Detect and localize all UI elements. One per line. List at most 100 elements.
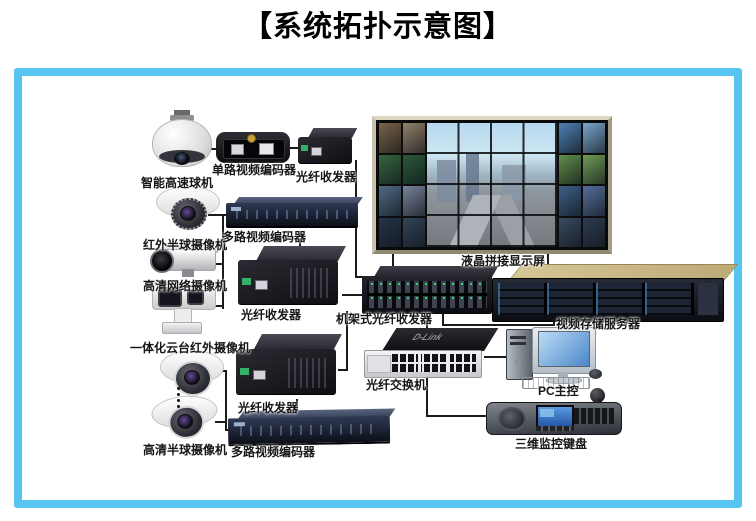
connector-line: [215, 263, 224, 265]
rack-divider: [367, 293, 487, 296]
camera-lens: [150, 249, 174, 273]
connector-line: [426, 372, 428, 417]
ellipsis-dots: [175, 387, 181, 409]
multi-encoder-icon: [226, 197, 363, 230]
server-control-panel: [698, 283, 718, 315]
video-wall-thumbnail: [403, 217, 425, 247]
monitor-stand: [558, 372, 568, 377]
storage-server-label: 视频存储服务器: [556, 317, 641, 331]
camera-lens: [174, 152, 190, 165]
rack-transceiver-icon: [362, 266, 499, 314]
single-encoder-icon: [216, 132, 290, 163]
tower-drive-slot: [510, 342, 526, 345]
video-wall-thumbnail: [403, 186, 425, 216]
video-wall-grid: [379, 123, 605, 247]
connector-line: [207, 148, 223, 150]
video-wall-thumbnail: [583, 186, 605, 216]
switch-port-gap: [447, 354, 450, 372]
transceiver-bottom-label: 光纤收发器: [238, 401, 299, 415]
encoder-logo: [233, 422, 245, 427]
encoder-port: [231, 144, 244, 155]
server-drive-bays: [498, 283, 694, 315]
rack-leds: [367, 283, 487, 285]
keyboard-buttons: [536, 426, 574, 431]
fiber-transceiver-icon: [238, 244, 346, 306]
joystick-ball: [590, 388, 605, 403]
joystick-keyboard-label: 三维监控键盘: [515, 437, 588, 451]
fiber-port: [242, 278, 251, 285]
switch-brand: D-Link: [410, 332, 445, 342]
connector-line: [287, 147, 303, 149]
ir-dome-label: 红外半球摄像机: [143, 238, 228, 252]
video-wall-thumbnail: [379, 186, 401, 216]
connector-line: [426, 310, 428, 336]
rj45-port: [253, 370, 266, 380]
switch-port-gap: [418, 354, 421, 372]
video-wall-thumbnail: [379, 217, 401, 247]
fiber-port: [240, 368, 249, 375]
connector-line: [215, 421, 227, 423]
transceiver-body: [236, 349, 336, 395]
fiber-switch-label: 光纤交换机: [366, 378, 427, 392]
fiber-port: [301, 145, 308, 151]
camera-lens: [158, 287, 182, 307]
video-wall-thumbnail: [583, 123, 605, 153]
connector-line: [547, 249, 549, 271]
video-wall-label: 液晶拼接显示屏: [461, 254, 546, 268]
connector-line: [208, 214, 234, 216]
video-wall-thumbnail: [583, 217, 605, 247]
bullet-camera-icon: [150, 243, 220, 279]
keyboard-screen-content: [540, 409, 554, 417]
connector-line: [222, 214, 224, 309]
video-wall-city-panorama: [427, 123, 557, 247]
connector-line: [342, 294, 368, 296]
keyboard-buttons: [574, 408, 614, 424]
monitor-screen: [538, 331, 590, 367]
storage-server-icon: [492, 264, 739, 322]
single-encoder-label: 单路视频编码器: [212, 163, 297, 177]
ir-dome-camera-icon: [156, 186, 220, 236]
transceiver-top-face: [254, 334, 342, 349]
fiber-switch-icon: D-Link: [364, 328, 499, 378]
multi-encoder-top-label: 多路视频编码器: [222, 230, 307, 244]
connector-line: [426, 415, 492, 417]
ptz-camera-label: 一体化云台红外摄像机: [130, 341, 251, 355]
video-wall-thumbnail: [559, 154, 581, 184]
connector-line: [392, 249, 394, 273]
fiber-transceiver-icon: [236, 332, 342, 396]
video-wall-thumbnail: [559, 217, 581, 247]
connector-line: [209, 305, 224, 307]
ptz-camera-icon: [148, 282, 218, 338]
camera-mount-cap: [170, 115, 194, 121]
video-wall-thumbnail: [559, 186, 581, 216]
wall-bezel-grid: [427, 123, 557, 247]
switch-port-divider: [392, 362, 476, 364]
dome-lens: [180, 206, 196, 221]
video-wall-thumbnail: [583, 154, 605, 184]
rj45-port: [311, 147, 322, 156]
connector-line: [225, 370, 227, 431]
dome-lens: [184, 370, 200, 385]
video-wall-thumbnail: [403, 123, 425, 153]
encoder-port: [259, 143, 274, 155]
video-wall-thumbnail: [379, 154, 401, 184]
multi-encoder-bottom-label: 多路视频编码器: [231, 445, 316, 459]
rack-leds: [367, 297, 487, 299]
connector-line: [442, 324, 555, 326]
transceiver-mid-label: 光纤收发器: [241, 308, 302, 322]
ir-illuminator: [187, 289, 204, 305]
tower-power-button: [515, 359, 521, 365]
transceiver-top-face: [256, 246, 346, 261]
connector-line: [299, 239, 301, 251]
pc-label: PC主控: [538, 384, 579, 398]
connector-line: [442, 311, 444, 326]
tower-drive-slot: [510, 336, 526, 339]
connector-line: [346, 311, 348, 371]
pc-keyboard: [522, 377, 590, 389]
camera-mount: [182, 269, 194, 277]
connector-line: [484, 356, 508, 358]
transceiver-top-label: 光纤收发器: [296, 170, 357, 184]
switch-label-area: [367, 355, 391, 373]
hd-dome-camera-icon: [150, 393, 219, 444]
